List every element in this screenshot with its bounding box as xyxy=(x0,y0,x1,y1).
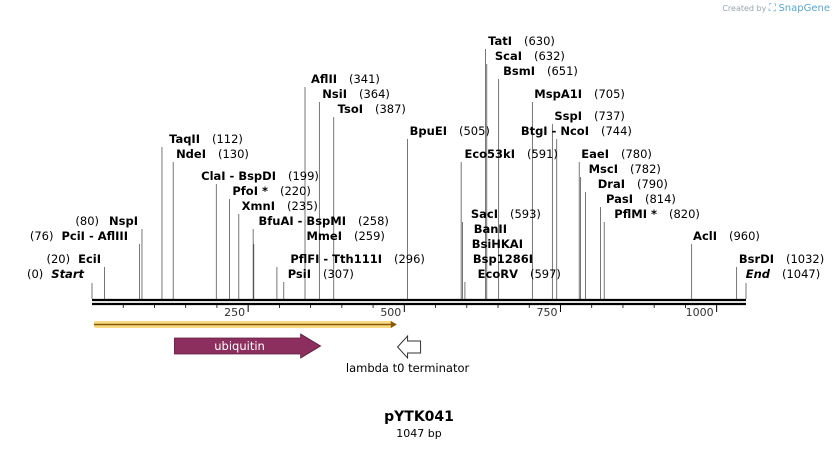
site-label-psii: PsiI xyxy=(288,267,311,281)
site-label-bsmi: BsmI xyxy=(503,64,535,78)
site-position-btgi-ncoi: (744) xyxy=(601,124,632,138)
site-position-ndei: (130) xyxy=(218,147,249,161)
site-position-pflmi: (820) xyxy=(669,207,700,221)
tick-label-250: 250 xyxy=(224,306,245,319)
site-label-saci: SacI xyxy=(471,207,498,221)
site-label-pcii-afliii: PciI - AflIII xyxy=(61,229,128,243)
site-position-bpuei: (505) xyxy=(459,124,490,138)
site-position-nspi: (80) xyxy=(75,214,99,228)
site-position-start: (0) xyxy=(27,267,43,281)
snapgene-logo-icon: ⛶ xyxy=(768,3,776,14)
features: ubiquitin lambda t0 terminator xyxy=(94,321,470,375)
site-position-tsoi: (387) xyxy=(375,102,406,116)
site-position-bsmi: (651) xyxy=(547,64,578,78)
site-position-eaei: (780) xyxy=(621,147,652,161)
site-position-xmni: (235) xyxy=(287,199,318,213)
site-label-msci: MscI xyxy=(589,162,618,176)
site-position-scai: (632) xyxy=(534,49,565,63)
site-label-nsii: NsiI xyxy=(322,87,347,101)
site-position-tati: (630) xyxy=(524,34,555,48)
site-label-btgi-ncoi: BtgI - NcoI xyxy=(521,124,589,138)
site-label-xmni: XmnI xyxy=(242,199,275,213)
site-label-aflii: AflII xyxy=(311,72,337,86)
site-position-psii: (307) xyxy=(323,267,354,281)
site-position-bfuai-bspmi: (258) xyxy=(358,214,389,228)
tick-label-750: 750 xyxy=(536,306,557,319)
site-label-nspi: NspI xyxy=(109,214,138,228)
site-label-start: Start xyxy=(51,267,84,281)
site-position-ecorv: (597) xyxy=(530,267,561,281)
site-label-ecorv: EcoRV xyxy=(478,267,518,281)
site-label-pfoi: PfoI * xyxy=(232,184,268,198)
site-label-pflfi-tth111i: PflFI - Tth111I xyxy=(290,252,382,266)
credit-brand: SnapGene xyxy=(778,3,830,14)
site-label-bsp1286i: Bsp1286I xyxy=(473,252,533,266)
site-label-mmei: MmeI xyxy=(306,229,342,243)
site-label-banii: BanII xyxy=(474,222,507,236)
site-label-bsrdi: BsrDI xyxy=(739,252,774,266)
site-label-mspa1i: MspA1I xyxy=(534,87,582,101)
site-label-bsihkai: BsiHKAI xyxy=(472,237,523,251)
ubiquitin-label: ubiquitin xyxy=(214,339,265,353)
site-position-pfoi: (220) xyxy=(280,184,311,198)
site-label-eaei: EaeI xyxy=(581,147,609,161)
site-label-eco53ki: Eco53kI xyxy=(464,147,515,161)
site-label-pasi: PasI xyxy=(606,192,633,206)
site-position-sspi: (737) xyxy=(594,109,625,123)
site-position-eco53ki: (591) xyxy=(527,147,558,161)
site-position-end: (1047) xyxy=(782,267,820,281)
site-position-pasi: (814) xyxy=(645,192,676,206)
site-label-pflmi: PflMI * xyxy=(614,207,657,221)
site-position-pflfi-tth111i: (296) xyxy=(394,252,425,266)
plasmid-length: 1047 bp xyxy=(396,427,442,440)
site-label-taqii: TaqII xyxy=(169,132,200,146)
site-position-mspa1i: (705) xyxy=(594,87,625,101)
site-label-end: End xyxy=(746,267,771,281)
tick-label-1000: 1000 xyxy=(686,306,714,319)
site-label-scai: ScaI xyxy=(495,49,522,63)
site-position-aflii: (341) xyxy=(349,72,380,86)
terminator-feature-arrow xyxy=(396,334,422,360)
site-position-taqii: (112) xyxy=(212,132,243,146)
site-position-acli: (960) xyxy=(729,229,760,243)
site-label-sspi: SspI xyxy=(554,109,582,123)
site-position-ecii: (20) xyxy=(46,252,70,266)
credit-prefix: Created by xyxy=(722,4,767,13)
site-label-ndei: NdeI xyxy=(176,147,206,161)
site-position-mmei: (259) xyxy=(354,229,385,243)
site-labels: Start (0) EciI (20) PciI - AflIII (76) NspI (80… xyxy=(27,34,824,281)
site-position-clai-bspdi: (199) xyxy=(288,169,319,183)
ruler-ticks: 250 500 750 1000 xyxy=(122,305,718,319)
site-position-pcii-afliii: (76) xyxy=(30,229,54,243)
plasmid-name: pYTK041 xyxy=(384,409,454,425)
site-label-ecii: EciI xyxy=(78,252,101,266)
site-label-clai-bspdi: ClaI - BspDI xyxy=(201,169,276,183)
site-position-bsrdi: (1032) xyxy=(786,252,824,266)
site-position-drai: (790) xyxy=(637,177,668,191)
site-position-saci: (593) xyxy=(510,207,541,221)
ubiquitin-feature-arrow xyxy=(174,333,322,359)
tick-label-500: 500 xyxy=(380,306,401,319)
snapgene-credit: Created by ⛶ SnapGene xyxy=(722,3,830,14)
site-label-tati: TatI xyxy=(488,34,512,48)
site-lines xyxy=(91,49,747,299)
ori-feature-arrowhead xyxy=(390,321,397,328)
terminator-label: lambda t0 terminator xyxy=(346,361,470,375)
site-label-bfuai-bspmi: BfuAI - BspMI xyxy=(259,214,346,228)
site-label-drai: DraI xyxy=(598,177,625,191)
site-label-bpuei: BpuEI xyxy=(410,124,447,138)
site-label-acli: AclI xyxy=(693,229,717,243)
site-position-msci: (782) xyxy=(630,162,661,176)
site-label-tsoi: TsoI xyxy=(338,102,363,116)
site-position-nsii: (364) xyxy=(359,87,390,101)
